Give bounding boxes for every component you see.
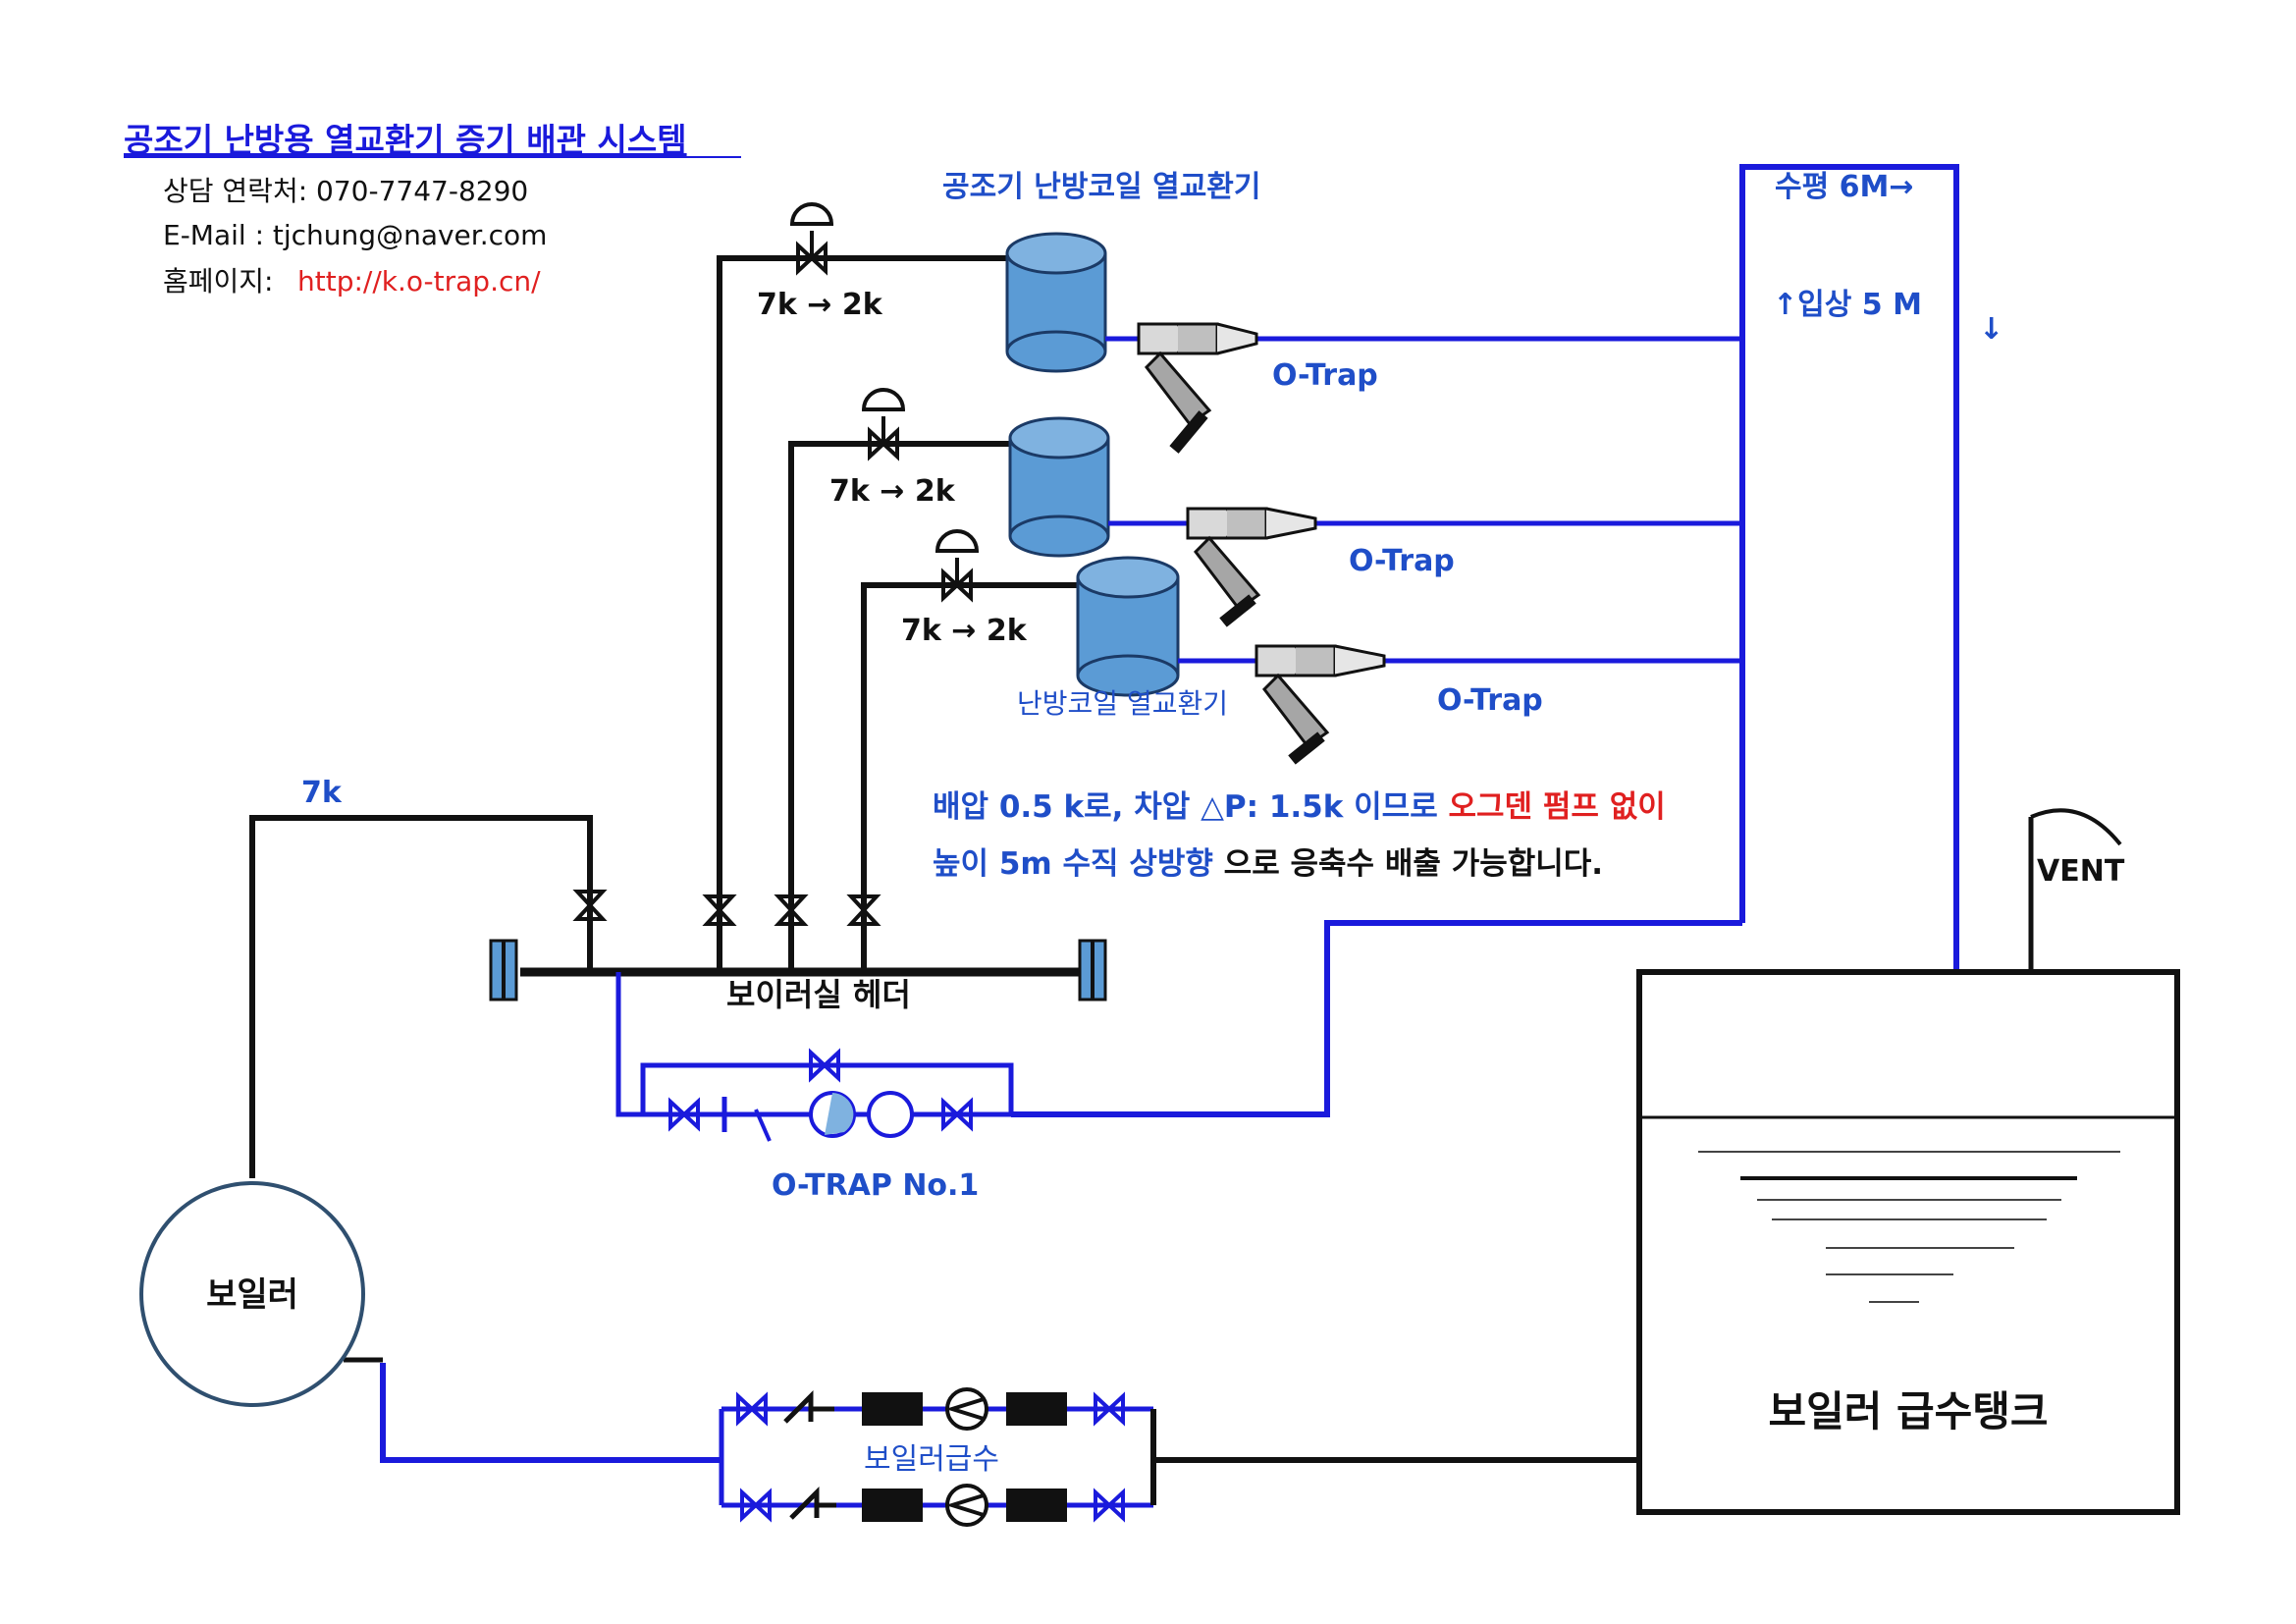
riser-label: ↑입상 5 M [1773,288,1922,322]
steam-supply-piping [249,255,2034,1463]
o-trap-no1-label: O-TRAP No.1 [772,1168,979,1203]
coil-bottom-label: 난방코일 열교환기 [1017,687,1228,720]
note-line-2-main: 높이 5m 수직 상방향 [933,846,1213,882]
tank-water-ripples [1698,1151,2120,1303]
boiler-label: 보일러 [206,1275,298,1315]
contact-email: E-Mail : tjchung@naver.com [163,219,547,251]
o-trap-no1-assembly [668,1051,973,1142]
feedwater-tank [1636,969,2180,1515]
header-label: 보이러실 헤더 [726,976,911,1013]
o-trap-3-label: O-Trap [1437,683,1543,718]
boiler [139,1181,365,1407]
condensate-piping [380,164,1959,1508]
homepage-link[interactable]: http://k.o-trap.cn/ [297,265,541,298]
feedwater-label: 보일러급수 [864,1442,999,1477]
note-line-1-main: 배압 0.5 k로, 차압 △P: 1.5k 이므로 [933,789,1449,825]
vent-label: VENT [2037,854,2125,889]
note-line-1-highlight: 오그덴 펌프 없이 [1449,789,1666,825]
heat-exchanger-2 [1008,416,1110,558]
coil-top-label: 공조기 난방코일 열교환기 [942,170,1261,204]
note-line-2-rest: 으로 응축수 배출 가능합니다. [1213,846,1603,882]
vent-hook [2030,808,2122,846]
heat-exchanger-1 [1005,232,1107,373]
o-trap-1-label: O-Trap [1272,358,1378,393]
header-end-cap-left [489,939,518,1001]
homepage-label: 홈페이지: [163,265,273,298]
feed-pump-line-upper [736,1387,1125,1431]
prv-2 [861,388,906,459]
prv-3 [934,529,980,600]
prv-1 [789,202,834,273]
down-arrow-label: ↓ [1979,312,2003,347]
horizontal-run-label: 수평 6M→ [1775,170,1914,204]
tank-label: 보일러 급수탱크 [1768,1387,2048,1435]
steam-pressure-label: 7k [301,776,343,810]
o-trap-1 [1137,322,1258,454]
header-end-cap-right [1078,939,1107,1001]
note-line-2: 높이 5m 수직 상방향 으로 응축수 배출 가능합니다. [933,846,1603,882]
heat-exchanger-3 [1076,556,1180,697]
o-trap-3 [1255,644,1386,765]
prv-3-label: 7k → 2k [901,614,1028,648]
note-line-1: 배압 0.5 k로, 차압 △P: 1.5k 이므로 오그덴 펌프 없이 [933,789,1666,825]
page-title: 공조기 난방용 열교환기 증기 배관 시스템 [124,121,687,159]
o-trap-2 [1186,507,1317,627]
prv-2-label: 7k → 2k [829,474,956,509]
feed-pump-line-lower [740,1484,1125,1527]
o-trap-2-label: O-Trap [1349,544,1455,578]
prv-1-label: 7k → 2k [757,288,883,322]
contact-phone: 상담 연락처: 070-7747-8290 [163,175,528,207]
